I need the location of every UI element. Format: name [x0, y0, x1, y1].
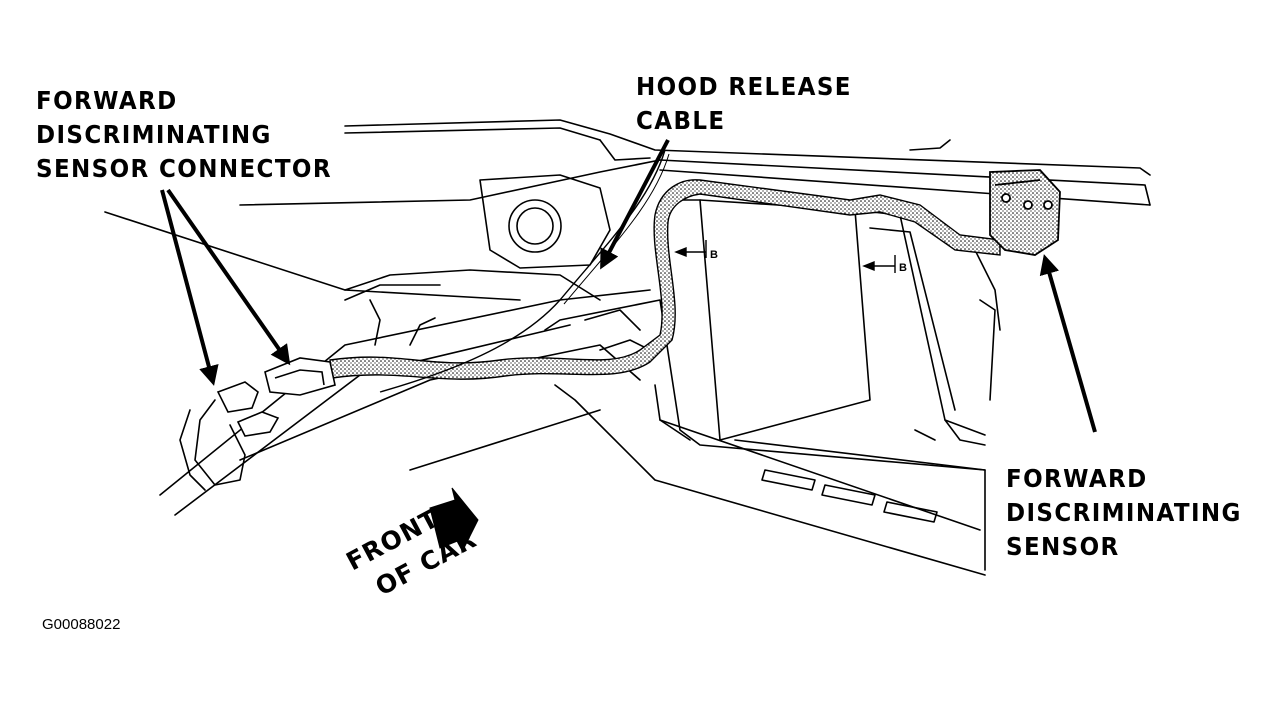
connector-callout-line-2: DISCRIMINATING [36, 120, 272, 149]
hood-cable-callout-line-2: CABLE [636, 106, 726, 135]
sensor-shape [989, 169, 1061, 256]
connector-callout: FORWARD DISCRIMINATING SENSOR CONNECTOR [36, 84, 332, 186]
section-marker-1: B [710, 249, 718, 261]
connector-callout-line-3: SENSOR CONNECTOR [36, 154, 332, 183]
sensor-callout-line-1: FORWARD [1006, 464, 1148, 493]
connector-callout-line-1: FORWARD [36, 86, 178, 115]
callout-arrows [160, 139, 1097, 433]
hood-cable-callout-line-1: HOOD RELEASE [636, 72, 852, 101]
hood-cable-callout: HOOD RELEASE CABLE [636, 70, 852, 138]
sensor-callout: FORWARD DISCRIMINATING SENSOR [1006, 462, 1242, 564]
hood-release-cable [379, 149, 666, 393]
sensor-connector-shapes [216, 357, 336, 437]
sensor-callout-line-2: DISCRIMINATING [1006, 498, 1242, 527]
front-of-car-arrow [429, 487, 479, 554]
wiring-harness [329, 179, 1001, 380]
section-marker-2: B [899, 262, 907, 274]
section-b-markers: B B [674, 240, 907, 274]
figure-id: G00088022 [42, 616, 121, 633]
sensor-callout-line-3: SENSOR [1006, 532, 1120, 561]
